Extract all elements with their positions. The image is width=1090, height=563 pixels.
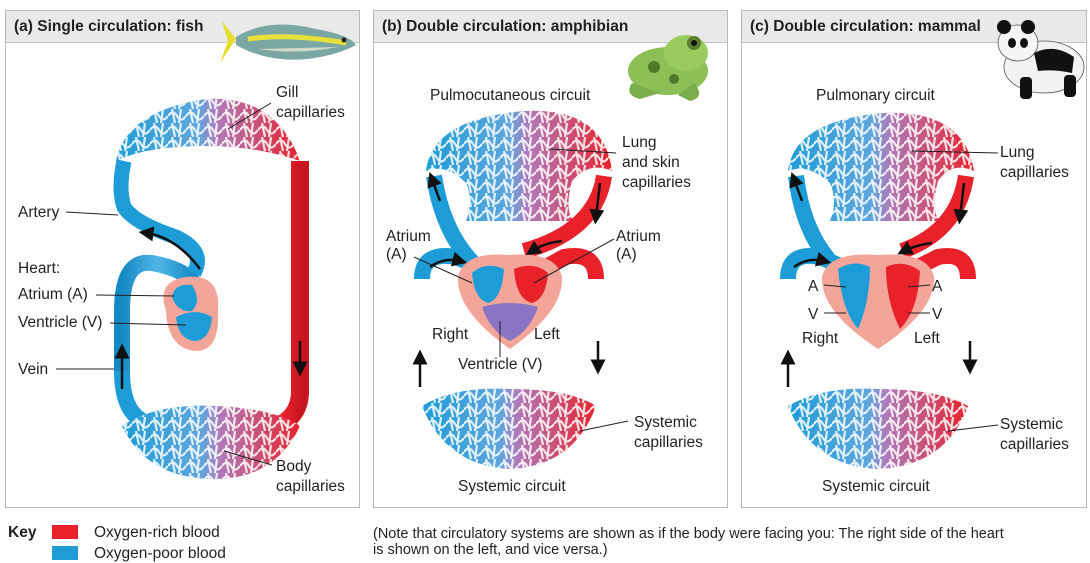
label-atrium-a-right: Atrium(A) (616, 228, 661, 263)
label-right: Right (802, 330, 839, 347)
panel-fish: (a) Single circulation: fish (5, 10, 360, 508)
fish-icon (220, 21, 356, 63)
label-heart: Heart: (18, 260, 60, 277)
label-vein: Vein (18, 361, 48, 378)
label-a-left: A (808, 278, 819, 295)
label-left: Left (534, 326, 561, 343)
label-v-left: V (808, 306, 819, 323)
amphibian-heart (457, 254, 563, 349)
label-ventricle: Ventricle (V) (458, 356, 542, 373)
panel-title: (a) Single circulation: fish (14, 18, 204, 35)
mammal-heart (821, 254, 935, 349)
label-atrium: Atrium (A) (18, 286, 88, 303)
orientation-note: (Note that circulatory systems are shown… (373, 526, 1004, 558)
fish-heart (163, 276, 219, 351)
label-v-right: V (932, 306, 943, 323)
panel-header: (b) Double circulation: amphibian (374, 11, 727, 43)
label-a-right: A (932, 278, 943, 295)
panel-title: (b) Double circulation: amphibian (382, 18, 629, 35)
panel-title: (c) Double circulation: mammal (750, 18, 981, 35)
label-circuit-top: Pulmocutaneous circuit (430, 87, 591, 104)
label-circuit-bottom: Systemic circuit (458, 478, 566, 495)
panel-amphibian: (b) Double circulation: amphibian (373, 10, 728, 508)
key-label: Key (8, 524, 37, 541)
key-item-oxygen-poor: Oxygen-poor blood (94, 545, 226, 562)
panda-icon (997, 20, 1085, 99)
label-atrium-a-left: Atrium(A) (386, 228, 431, 263)
key-swatch-oxygen-rich (52, 525, 78, 539)
label-artery: Artery (18, 204, 60, 221)
label-left: Left (914, 330, 941, 347)
label-ventricle: Ventricle (V) (18, 314, 102, 331)
frog-icon (628, 35, 708, 101)
label-circuit-top: Pulmonary circuit (816, 87, 936, 104)
label-right: Right (432, 326, 469, 343)
key-item-oxygen-rich: Oxygen-rich blood (94, 524, 220, 541)
key-swatch-oxygen-poor (52, 546, 78, 560)
label-circuit-bottom: Systemic circuit (822, 478, 930, 495)
panel-mammal: (c) Double circulation: mammal (741, 10, 1087, 508)
